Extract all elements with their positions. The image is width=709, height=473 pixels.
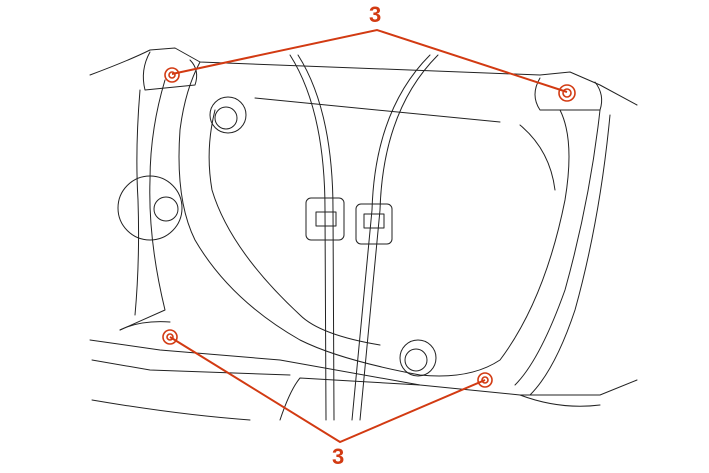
callout-label-bottom: 3 (332, 444, 345, 469)
callout-lines (169, 28, 568, 444)
panel-outline (89, 47, 638, 421)
mount-boss-top (209, 96, 247, 134)
fastener-bottom-right-icon (477, 372, 493, 388)
mount-boss-bottom (399, 339, 437, 377)
cables (289, 54, 439, 421)
mount-boss-left (117, 175, 183, 241)
fastener-top-right-icon (558, 84, 576, 102)
fastener-top-left-icon (164, 67, 180, 83)
callout-label-top: 3 (369, 2, 382, 27)
fastener-bottom-left-icon (162, 329, 178, 345)
fastener-icons (162, 67, 576, 388)
